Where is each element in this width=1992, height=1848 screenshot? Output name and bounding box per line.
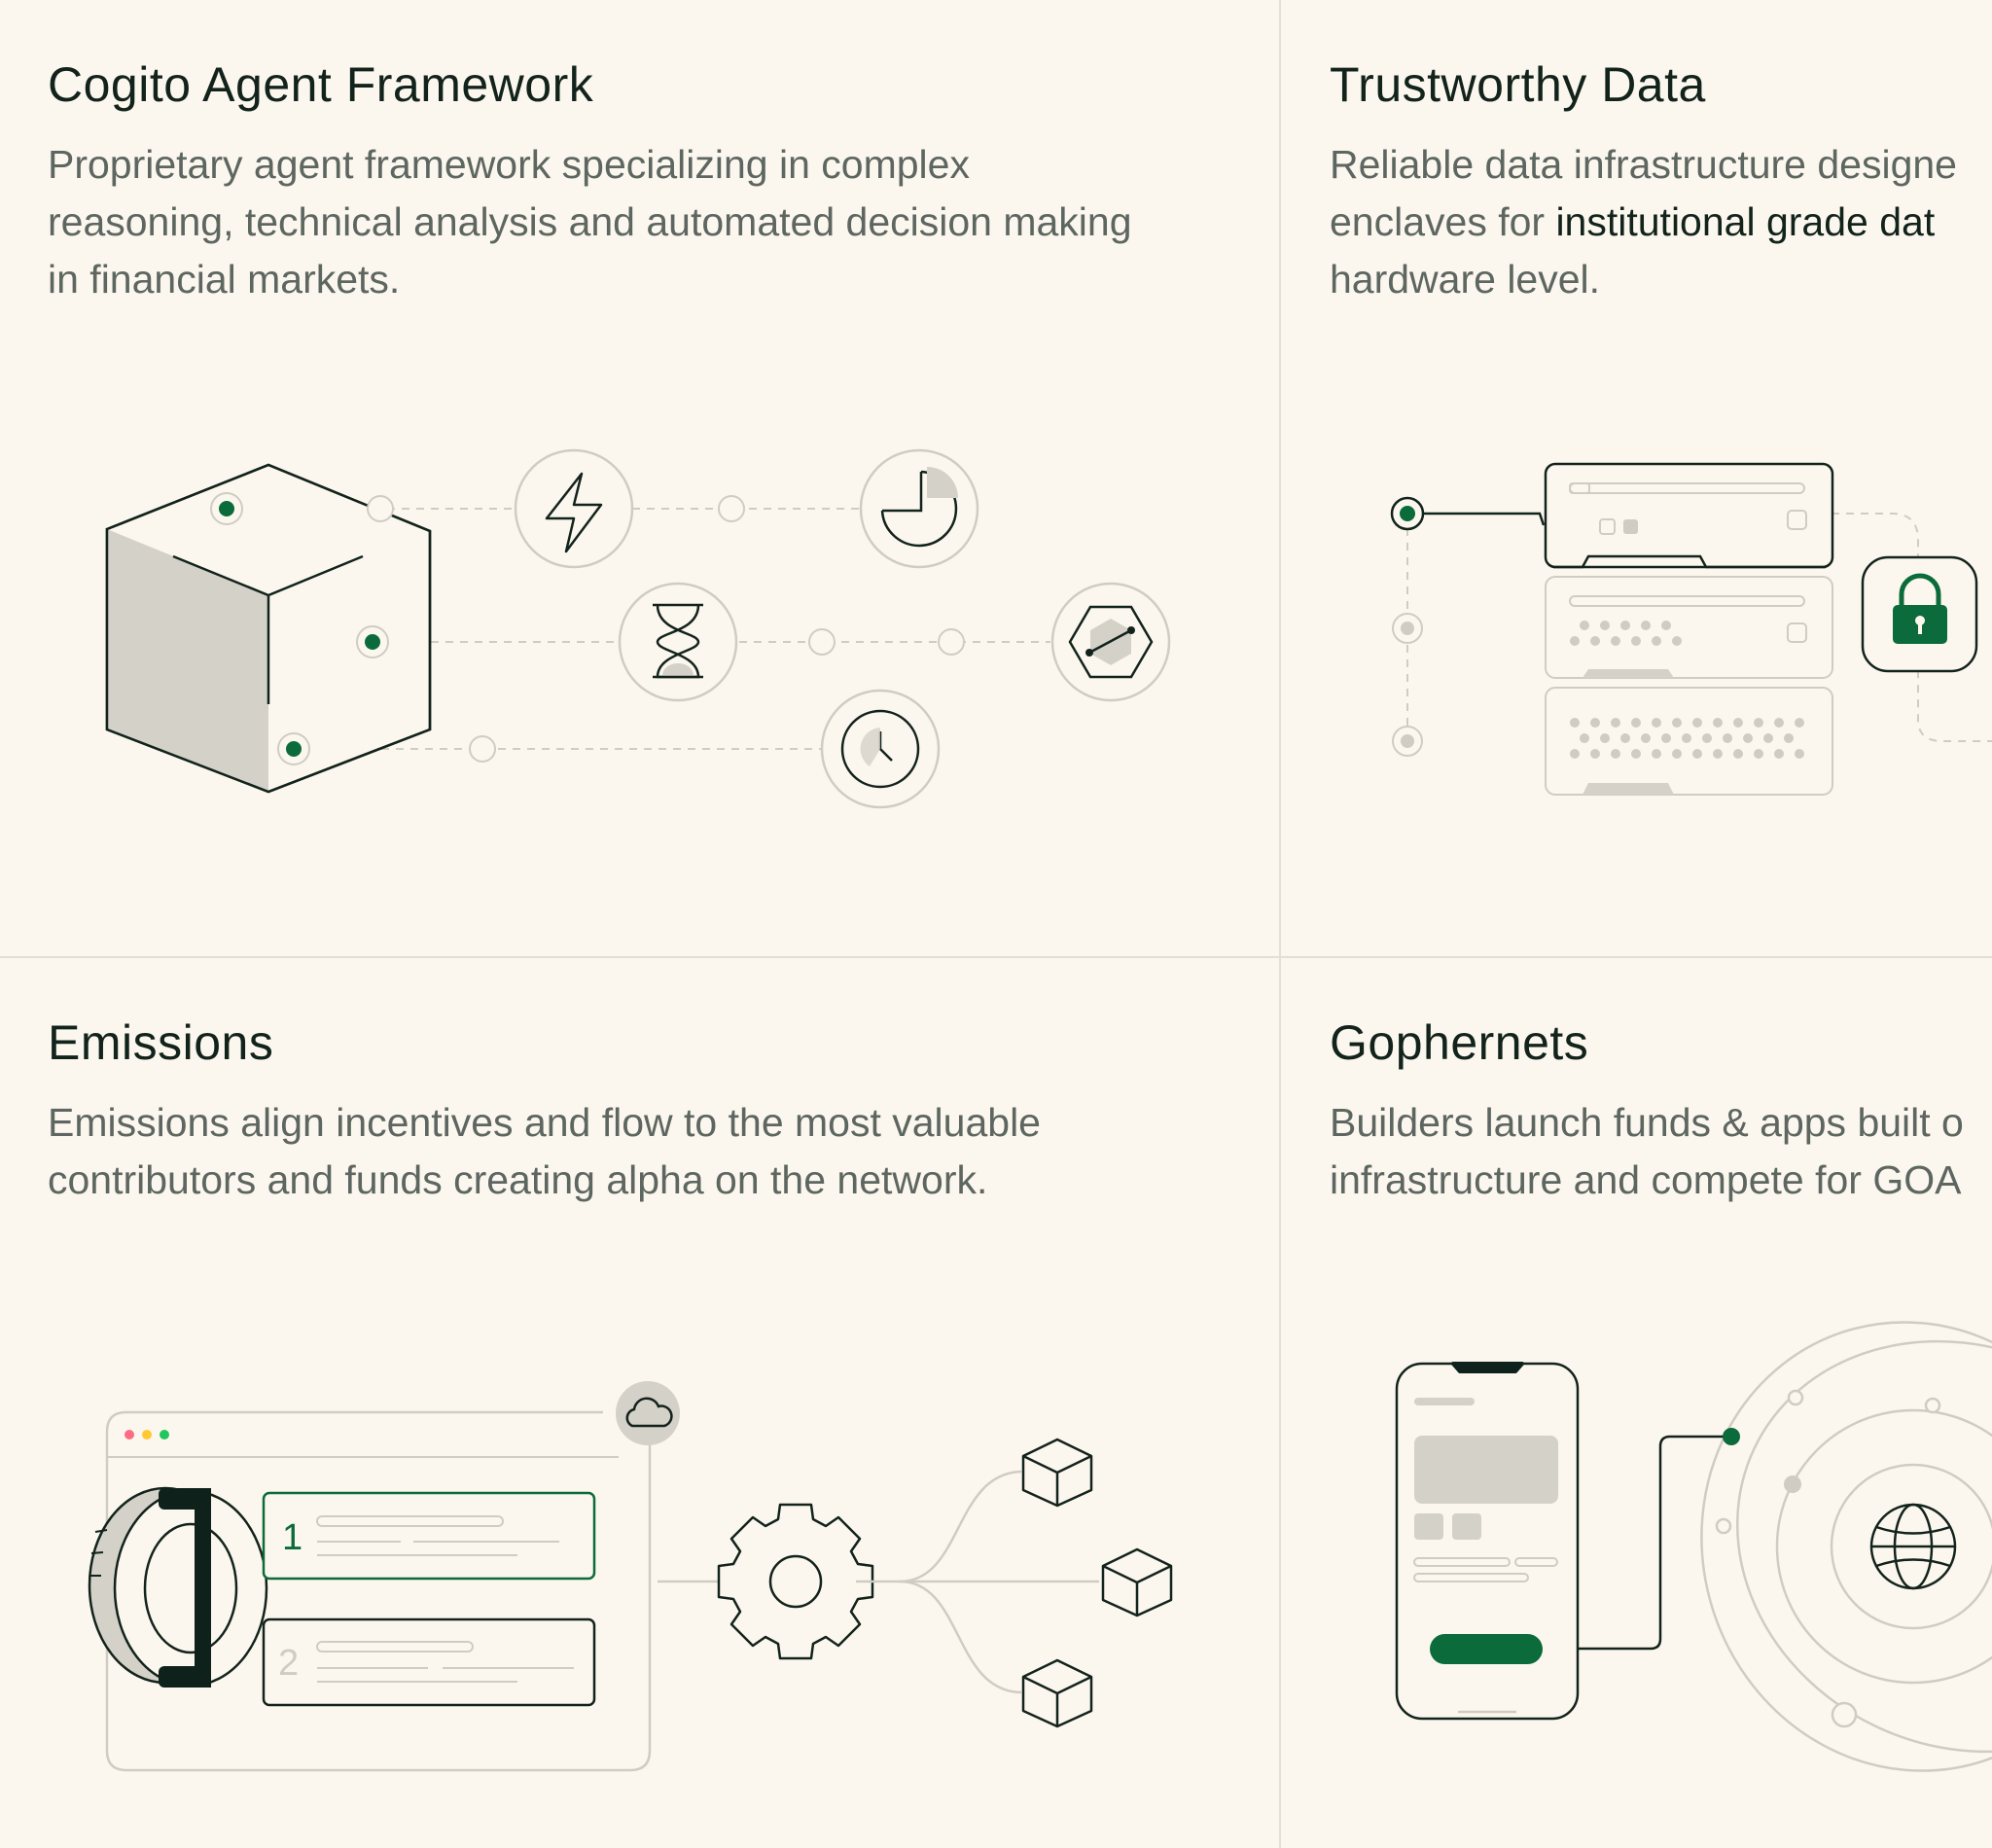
card-cogito-agent-framework: Cogito Agent Framework Proprietary agent… (0, 0, 1279, 956)
orbit-icon (1700, 1321, 1992, 1772)
card-title: Gophernets (1330, 1015, 1589, 1070)
clock-icon (820, 689, 941, 809)
lock-icon (1861, 555, 1978, 673)
card-description: Emissions align incentives and flow to t… (48, 1100, 1041, 1202)
trustworthy-data-illustration (1390, 462, 1992, 796)
card-title: Cogito Agent Framework (48, 57, 594, 112)
card-description: Proprietary agent framework specializing… (48, 142, 1132, 302)
phone-icon (1395, 1362, 1580, 1721)
gophernets-illustration (1395, 1321, 1992, 1772)
svg-text:2: 2 (278, 1643, 299, 1684)
pie-chart-icon (859, 448, 979, 569)
card-title: Trustworthy Data (1330, 57, 1706, 112)
agent-framework-illustration (105, 448, 1171, 809)
coin-icon (88, 1486, 268, 1688)
list-item-2: 2 (262, 1617, 596, 1707)
globe-icon (1869, 1503, 1957, 1590)
lightning-icon (514, 448, 634, 569)
box-icon (1021, 1438, 1173, 1728)
card-gophernets: Gophernets Builders launch funds & apps … (1281, 958, 1992, 1848)
hourglass-icon (618, 582, 738, 702)
list-item-1: 1 (262, 1491, 596, 1581)
cloud-icon (616, 1381, 680, 1445)
cube-icon (105, 463, 432, 794)
hexagon-chart-icon (1050, 582, 1171, 702)
card-emissions: Emissions Emissions align incentives and… (0, 958, 1279, 1848)
svg-text:1: 1 (282, 1517, 302, 1558)
gear-icon (717, 1503, 874, 1660)
row-divider (0, 956, 1992, 958)
emissions-illustration: 1 2 (88, 1381, 1173, 1772)
card-trustworthy-data: Trustworthy Data Reliable data infrastru… (1281, 0, 1992, 956)
highlight-text: institutional grade dat (1555, 199, 1936, 244)
server-stack-icon (1544, 462, 1834, 796)
column-divider (1279, 0, 1281, 1848)
card-title: Emissions (48, 1015, 274, 1070)
